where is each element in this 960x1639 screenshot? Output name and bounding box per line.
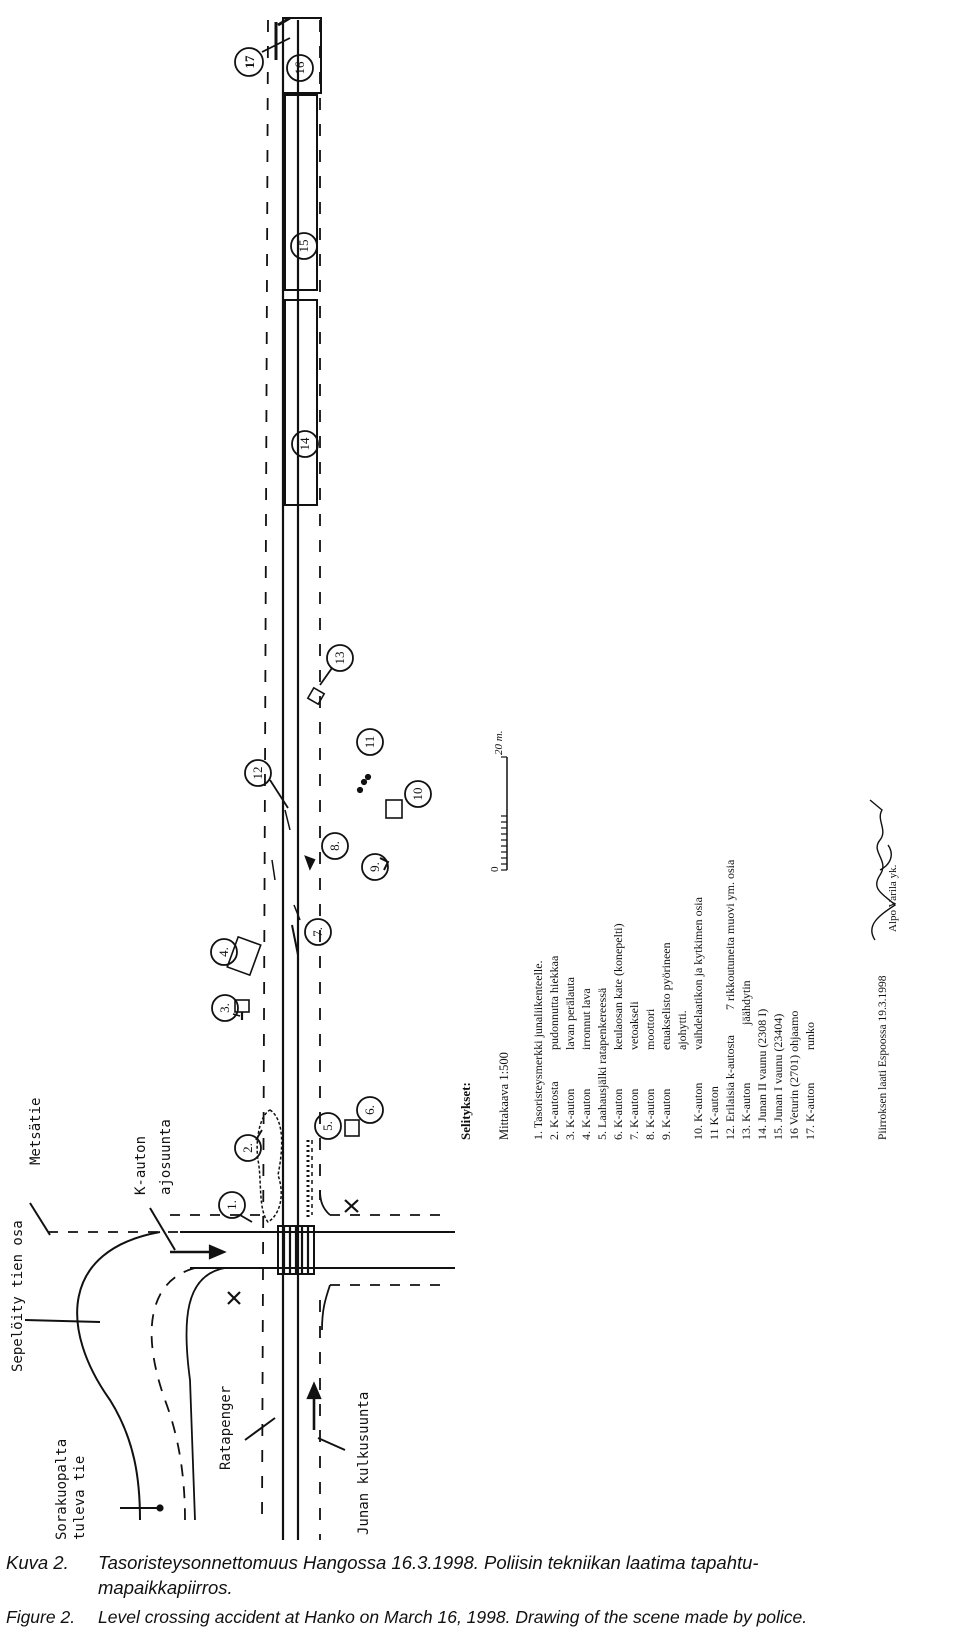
legend-item-5a: 5. Laahausjälki ratapenkereessä — [595, 987, 609, 1140]
label-sepeloity: Sepelöity tien osa — [10, 1220, 26, 1372]
caption-en-label: Figure 2. — [6, 1607, 76, 1627]
caption-fi-label: Kuva 2. — [6, 1552, 69, 1573]
marker-9: 9. — [367, 862, 382, 872]
legend-item-1a: 1. Tasoristeysmerkki junaliikenteelle. — [531, 960, 545, 1140]
legend-item-13a: 13. K-auton — [739, 1083, 753, 1140]
locomotive-16 — [282, 17, 322, 94]
marker-11: 11 — [362, 736, 377, 749]
label-metsatie: Metsätie — [28, 1098, 44, 1165]
caption-en-line: Figure 2. Level crossing accident at Hank… — [6, 1607, 807, 1628]
legend-item-8b: moottori — [643, 1008, 657, 1050]
legend-item-17a: 17. K-auton — [803, 1083, 817, 1140]
marker-12: 12 — [250, 767, 265, 780]
marker-7: 7. — [310, 927, 325, 937]
object-4 — [226, 935, 262, 977]
caption-en-text: Level crossing accident at Hanko on Marc… — [98, 1607, 808, 1627]
legend-signer: Alpo Varila yk. — [887, 864, 899, 932]
embankment-left — [261, 19, 269, 1521]
marker-6: 6. — [362, 1105, 377, 1115]
legend-item-9c: ajohytti. — [675, 1010, 689, 1050]
label-tuleva-tie: tuleva tie — [72, 1456, 88, 1540]
label-sorakuopalta: Sorakuopalta — [54, 1439, 70, 1540]
marker-15: 15 — [296, 240, 311, 253]
label-kauton: K-auton — [133, 1136, 149, 1195]
legend-item-4b: irronnut lava — [579, 988, 593, 1050]
legend-item-2b: pudonnutta hiekkaa — [547, 955, 561, 1050]
legend-item-7b: vetoakseli — [627, 1001, 641, 1050]
caption-fi-line-1: Kuva 2. Tasoristeysonnettomuus Hangossa 1… — [6, 1552, 759, 1574]
legend-item-16a: 16 Veturin (2701) ohjaamo — [787, 1011, 801, 1140]
legend-item-11a: 11 K-auton — [707, 1086, 721, 1140]
legend-scale: Mittakaava 1:500 — [497, 1052, 511, 1140]
marker-17: 17 — [242, 55, 257, 69]
legend-item-8a: 8. K-auton — [643, 1089, 657, 1140]
legend-item-7a: 7. K-auton — [627, 1089, 641, 1140]
marker-14: 14 — [297, 437, 312, 451]
label-junan: Junan kulkusuunta — [356, 1392, 372, 1535]
marker-13: 13 — [332, 652, 347, 665]
legend-item-12a: 12. Erilaisia k-autosta — [723, 1034, 737, 1140]
marker-2: 2. — [240, 1143, 255, 1153]
marker-8: 8. — [327, 841, 342, 851]
legend-item-9a: 9. K-auton — [659, 1089, 673, 1140]
caption-fi-text-1: Tasoristeysonnettomuus Hangossa 16.3.199… — [98, 1552, 759, 1573]
marker-10: 10 — [410, 788, 425, 801]
marker-4: 4. — [216, 947, 231, 957]
legend-item-17b: runko — [803, 1022, 817, 1050]
legend-item-6b: keulaosan kate (konepelti) — [611, 923, 625, 1050]
legend-item-6a: 6. K-auton — [611, 1089, 625, 1140]
legend-item-15a: 15. Junan I vaunu (23404) — [771, 1014, 785, 1140]
legend-scale-end: 20 m. — [493, 731, 505, 755]
legend-item-2a: 2. K-autosta — [547, 1081, 561, 1140]
train-car-15 — [284, 94, 318, 291]
marker-5: 5. — [320, 1121, 335, 1131]
marker-1: 1. — [224, 1200, 239, 1210]
legend-title: Selitykset: — [458, 1082, 473, 1140]
object-10 — [385, 799, 403, 819]
caption-fi-text-2: mapaikkapiirros. — [98, 1577, 233, 1598]
accident-scene-sketch: 1. 2. 3. 4. 5. 6. 7. 8. 9. 10 11 12 13 1… — [10, 16, 899, 1540]
legend-item-10b: vaihdelaatikon ja kytkimen osia — [691, 896, 705, 1050]
label-ratapenger: Ratapenger — [218, 1386, 234, 1470]
legend-item-12b: 7 rikkoutuneita muovi ym. osia — [723, 859, 737, 1010]
access-road-curve — [76, 1231, 161, 1521]
label-ajosuunta: ajosuunta — [158, 1119, 174, 1195]
legend-item-3a: 3. K-auton — [563, 1089, 577, 1140]
signature-scribble — [869, 799, 897, 941]
legend-item-9b: etuakselisto pyörineen — [659, 942, 673, 1050]
marker-16: 16 — [292, 61, 307, 75]
legend-item-3b: lavan perälauta — [563, 976, 577, 1050]
legend-scale-zero: 0 — [489, 866, 501, 872]
legend-item-14a: 14. Junan II vaunu (2308 I) — [755, 1009, 769, 1140]
legend-item-13b: jäähdytin — [739, 980, 753, 1026]
sand-pile — [256, 1109, 283, 1223]
legend-drawn-by: Piirroksen laati Espoossa 19.3.1998 — [877, 975, 889, 1140]
train-car-14 — [284, 299, 318, 506]
object-13 — [306, 686, 326, 706]
marker-3: 3. — [217, 1003, 232, 1013]
legend-item-10a: 10. K-auton — [691, 1083, 705, 1140]
object-6 — [344, 1119, 360, 1137]
caption-fi-line-2: mapaikkapiirros. — [6, 1577, 233, 1599]
legend-item-4a: 4. K-auton — [579, 1089, 593, 1140]
